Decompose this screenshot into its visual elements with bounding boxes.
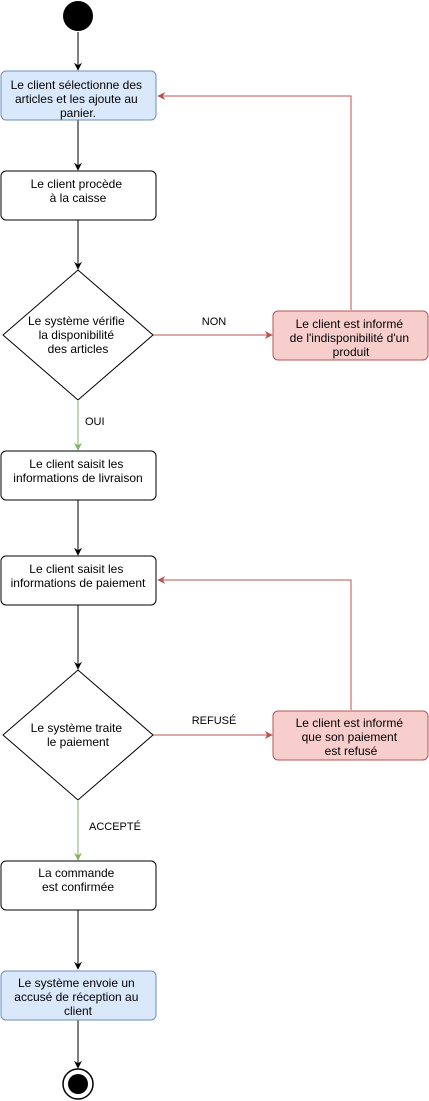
node-text-line: Le système traite [31, 721, 123, 735]
edge-label-non: NON [202, 316, 227, 328]
node-text-line: Le client est informé [296, 716, 404, 730]
end-node [62, 1068, 94, 1100]
node-text-line: accusé de réception au [14, 990, 138, 1004]
svg-text:Le système vérifie la di: Le système vérifie la disponibilité des … [28, 314, 128, 356]
edge-refused-to-payment [157, 576, 352, 710]
edge-label-oui: OUI [85, 416, 105, 428]
node-payment-refused: Le client est informé que son paiement e… [272, 710, 429, 761]
node-text-line: que son paiement [302, 730, 398, 744]
node-payment-info: Le client saisit les informations de pai… [0, 555, 157, 606]
node-text-line: la disponibilité [39, 328, 115, 342]
node-text-line: Le système vérifie [28, 314, 125, 328]
node-text-line: articles et les ajoute au [15, 92, 138, 106]
decision-process-payment: Le système traite le paiement [2, 669, 154, 801]
node-text-line: est confirmée [42, 880, 114, 894]
node-order-confirmed: La commande est confirmée [0, 860, 157, 911]
svg-text:Le client sélectionne des: Le client sélectionne des articles et le… [11, 78, 146, 120]
node-select-articles: Le client sélectionne des articles et le… [0, 70, 157, 121]
node-text-line: Le client sélectionne des [11, 78, 142, 92]
svg-text:Le système envoie un acc: Le système envoie un accusé de réception… [14, 976, 141, 1018]
svg-text:Le client procède à la c: Le client procède à la caisse [31, 177, 126, 205]
node-text-line: client [64, 1004, 93, 1018]
edge-label-accepte: ACCEPTÉ [89, 820, 141, 833]
node-checkout: Le client procède à la caisse [0, 170, 157, 221]
svg-text:La commande est confirmé: La commande est confirmée [38, 866, 117, 894]
node-text-line: La commande [38, 866, 114, 880]
node-text-line: de l'indisponibilité d'un [290, 331, 409, 345]
node-text-line: Le client procède [31, 177, 123, 191]
node-unavailable: Le client est informé de l'indisponibili… [272, 310, 429, 361]
node-text-line: Le client est informé [296, 317, 404, 331]
node-text-line: produit [333, 345, 370, 359]
node-text-line: informations de livraison [13, 471, 142, 485]
node-text-line: informations de paiement [11, 576, 146, 590]
node-text-line: est refusé [325, 744, 378, 758]
node-text-line: le paiement [47, 735, 110, 749]
node-send-receipt: Le système envoie un accusé de réception… [0, 970, 157, 1021]
node-text-line: Le système envoie un [18, 976, 135, 990]
node-text-line: des articles [48, 342, 109, 356]
node-shipping-info: Le client saisit les informations de liv… [0, 450, 157, 501]
decision-check-availability: Le système vérifie la disponibilité des … [2, 269, 154, 401]
svg-text:Le système traite le pai: Le système traite le paiement [31, 721, 126, 749]
node-text-line: à la caisse [50, 191, 107, 205]
edges [74, 32, 352, 1069]
edge-unavailable-to-select [157, 92, 352, 310]
svg-text:Le client saisit les inf: Le client saisit les informations de pai… [11, 562, 146, 590]
node-text-line: panier. [60, 106, 96, 120]
start-node [63, 1, 93, 31]
svg-text:Le client saisit les inf: Le client saisit les informations de liv… [13, 457, 142, 485]
node-text-line: Le client saisit les [29, 562, 123, 576]
node-text-line: Le client saisit les [29, 457, 123, 471]
edge-label-refuse: REFUSÉ [192, 714, 237, 727]
svg-text:Le client est informé qu: Le client est informé que son paiement e… [296, 716, 407, 758]
svg-text:Le client est informé de: Le client est informé de l'indisponibili… [290, 317, 413, 359]
